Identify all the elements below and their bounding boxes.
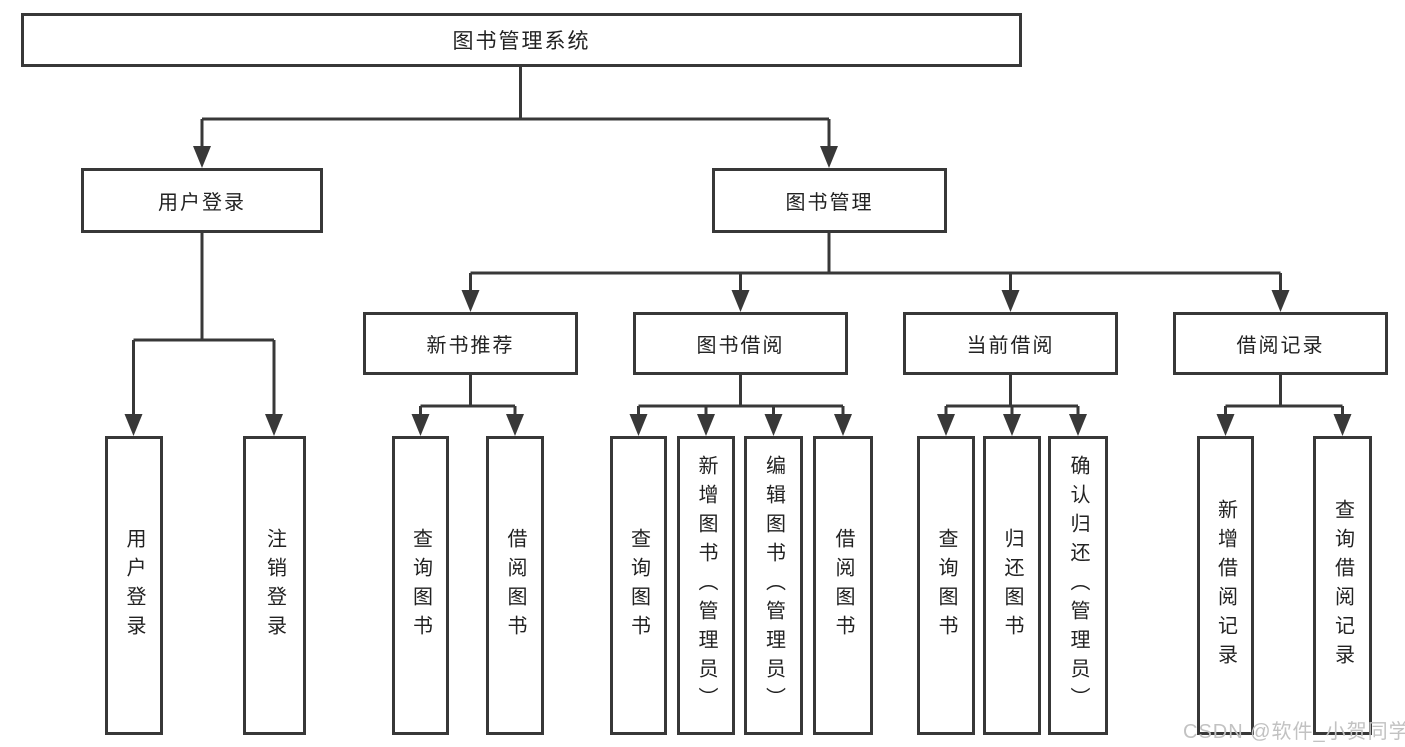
arrowhead bbox=[411, 414, 430, 436]
leaf-query-books-recommend: 查询图书 bbox=[392, 436, 449, 735]
edges-root-to-level2 bbox=[193, 67, 838, 168]
arrowhead bbox=[834, 414, 852, 436]
arrowhead bbox=[820, 146, 838, 168]
leaf-query-books-current-label: 查询图书 bbox=[935, 527, 957, 644]
node-book-management: 图书管理 bbox=[712, 168, 947, 233]
node-root-system: 图书管理系统 bbox=[21, 13, 1022, 67]
arrowhead bbox=[764, 414, 783, 436]
node-current-borrow-label: 当前借阅 bbox=[966, 335, 1055, 357]
edges-user-login-children bbox=[124, 233, 283, 436]
leaf-add-borrow-record: 新增借阅记录 bbox=[1197, 436, 1254, 735]
leaf-query-borrow-record: 查询借阅记录 bbox=[1313, 436, 1372, 735]
edges-book-borrow-children bbox=[629, 375, 852, 436]
edges-new-book-recommend-children bbox=[411, 375, 524, 436]
node-user-login-label: 用户登录 bbox=[158, 192, 246, 214]
node-book-borrow-label: 图书借阅 bbox=[696, 335, 785, 357]
arrowhead bbox=[1069, 414, 1087, 436]
leaf-borrow-books-recommend-label: 借阅图书 bbox=[504, 527, 526, 644]
leaf-query-books-current: 查询图书 bbox=[917, 436, 975, 735]
leaf-confirm-return-admin-label: 确认归还（管理员） bbox=[1067, 455, 1089, 716]
arrowhead bbox=[731, 290, 750, 312]
node-borrow-record: 借阅记录 bbox=[1173, 312, 1388, 375]
arrowhead bbox=[506, 414, 524, 436]
leaf-query-borrow-record-label: 查询借阅记录 bbox=[1331, 498, 1354, 673]
leaf-query-books-recommend-label: 查询图书 bbox=[409, 527, 432, 644]
leaf-logout: 注销登录 bbox=[243, 436, 306, 735]
arrowhead bbox=[124, 414, 143, 436]
node-new-book-recommend-label: 新书推荐 bbox=[426, 335, 515, 357]
leaf-confirm-return-admin: 确认归还（管理员） bbox=[1048, 436, 1108, 735]
arrowhead bbox=[461, 290, 480, 312]
arrowhead bbox=[193, 146, 211, 168]
arrowhead bbox=[937, 414, 955, 436]
leaf-add-borrow-record-label: 新增借阅记录 bbox=[1214, 498, 1237, 673]
leaf-user-login-label: 用户登录 bbox=[123, 527, 145, 644]
edges-book-management-children bbox=[461, 233, 1290, 312]
node-root-label: 图书管理系统 bbox=[452, 30, 591, 53]
arrowhead bbox=[1333, 414, 1352, 436]
leaf-query-books-borrow: 查询图书 bbox=[610, 436, 667, 735]
node-new-book-recommend: 新书推荐 bbox=[363, 312, 578, 375]
arrowhead bbox=[1216, 414, 1235, 436]
leaf-add-books-admin: 新增图书（管理员） bbox=[677, 436, 735, 735]
leaf-return-books-label: 归还图书 bbox=[1001, 527, 1023, 644]
leaf-add-books-admin-label: 新增图书（管理员） bbox=[695, 455, 717, 716]
leaf-borrow-books: 借阅图书 bbox=[813, 436, 873, 735]
watermark: CSDN @软件_小贺同学 bbox=[1183, 721, 1405, 743]
leaf-edit-books-admin: 编辑图书（管理员） bbox=[744, 436, 803, 735]
arrowhead bbox=[629, 414, 648, 436]
leaf-edit-books-admin-label: 编辑图书（管理员） bbox=[762, 455, 785, 716]
leaf-query-books-borrow-label: 查询图书 bbox=[627, 527, 650, 644]
leaf-logout-label: 注销登录 bbox=[263, 527, 286, 644]
leaf-borrow-books-recommend: 借阅图书 bbox=[486, 436, 544, 735]
node-book-borrow: 图书借阅 bbox=[633, 312, 848, 375]
leaf-user-login: 用户登录 bbox=[105, 436, 163, 735]
arrowhead bbox=[1271, 290, 1290, 312]
node-current-borrow: 当前借阅 bbox=[903, 312, 1118, 375]
edges-borrow-record-children bbox=[1216, 375, 1352, 436]
edges-current-borrow-children bbox=[937, 375, 1087, 436]
leaf-borrow-books-label: 借阅图书 bbox=[832, 527, 854, 644]
arrowhead bbox=[1001, 290, 1020, 312]
arrowhead bbox=[697, 414, 715, 436]
node-user-login: 用户登录 bbox=[81, 168, 323, 233]
node-book-management-label: 图书管理 bbox=[785, 192, 874, 214]
leaf-return-books: 归还图书 bbox=[983, 436, 1041, 735]
arrowhead bbox=[265, 414, 283, 436]
node-borrow-record-label: 借阅记录 bbox=[1236, 335, 1325, 357]
arrowhead bbox=[1003, 414, 1021, 436]
